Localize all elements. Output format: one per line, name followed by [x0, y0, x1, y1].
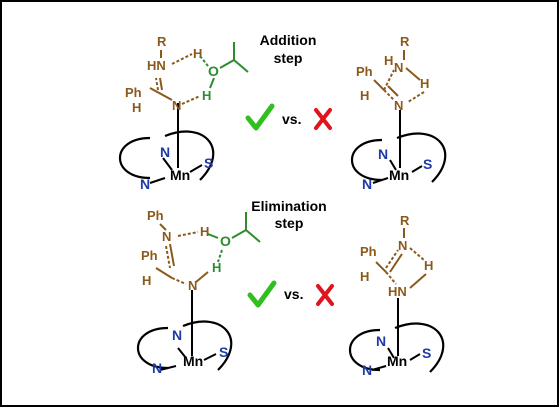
- ligand-n-atom: N: [362, 362, 372, 378]
- alcohol-o-atom: O: [208, 63, 219, 79]
- ligand-n-atom: N: [140, 176, 150, 192]
- amine-hn-label: HN: [388, 284, 407, 299]
- imine-n-atom: N: [398, 238, 407, 253]
- imine-n-atom: N: [162, 229, 171, 244]
- cross-icon: [316, 284, 334, 306]
- ph-label: Ph: [147, 208, 164, 223]
- elimination-step-label: step: [275, 215, 304, 231]
- r-label: R: [400, 34, 410, 49]
- check-icon: [247, 280, 277, 308]
- ligand-n-atom: N: [172, 327, 182, 343]
- check-icon: [245, 103, 275, 131]
- h-atom: H: [193, 46, 202, 61]
- ligand-n-atom: N: [376, 333, 386, 349]
- ligand-s-atom: S: [423, 156, 432, 172]
- addition-disfavored-ts: N N Mn S N Ph H N H R H: [351, 34, 447, 192]
- elimination-favored-ts: N N Mn S N Ph H N Ph H O H: [137, 208, 261, 376]
- r-label: R: [157, 34, 167, 49]
- ligand-n-atom: N: [378, 146, 388, 162]
- h-atom: H: [360, 88, 369, 103]
- h-atom: H: [420, 76, 429, 91]
- h-atom: H: [200, 224, 209, 239]
- h-atom: H: [212, 260, 221, 275]
- h-atom: H: [384, 53, 393, 68]
- ph-label: Ph: [125, 85, 142, 100]
- ph-label: Ph: [360, 244, 377, 259]
- ligand-s-atom: S: [422, 345, 431, 361]
- mn-atom: Mn: [183, 353, 203, 369]
- mn-atom: Mn: [170, 167, 190, 183]
- ligand-n-atom: N: [160, 144, 170, 160]
- ligand-s-atom: S: [204, 155, 213, 171]
- vs-label: vs.: [282, 111, 301, 127]
- addition-step-label: step: [274, 50, 303, 66]
- elimination-disfavored-ts: N N Mn S HN Ph H N R H: [349, 213, 445, 378]
- cross-icon: [314, 108, 332, 130]
- elimination-label: Elimination: [251, 198, 326, 214]
- ligand-n-atom: N: [152, 360, 162, 376]
- ph-label: Ph: [141, 248, 158, 263]
- h-atom: H: [202, 88, 211, 103]
- mn-atom: Mn: [389, 167, 409, 183]
- ph-label: Ph: [356, 64, 373, 79]
- alcohol-o-atom: O: [220, 233, 231, 249]
- vs-label: vs.: [284, 286, 303, 302]
- amine-n-atom: N: [188, 278, 197, 293]
- ligand-n-atom: N: [362, 176, 372, 192]
- h-atom: H: [132, 100, 141, 115]
- amine-n-atom: N: [394, 60, 403, 75]
- r-label: R: [400, 213, 410, 228]
- imine-n-atom: N: [172, 98, 181, 113]
- h-atom: H: [360, 269, 369, 284]
- ligand-s-atom: S: [219, 344, 228, 360]
- mn-atom: Mn: [387, 353, 407, 369]
- imine-n-atom: N: [394, 98, 403, 113]
- h-atom: H: [424, 258, 433, 273]
- addition-favored-ts: N N Mn S N Ph H HN R H O H: [119, 34, 249, 192]
- addition-label: Addition: [260, 32, 317, 48]
- h-atom: H: [142, 273, 151, 288]
- amine-hn-label: HN: [147, 58, 166, 73]
